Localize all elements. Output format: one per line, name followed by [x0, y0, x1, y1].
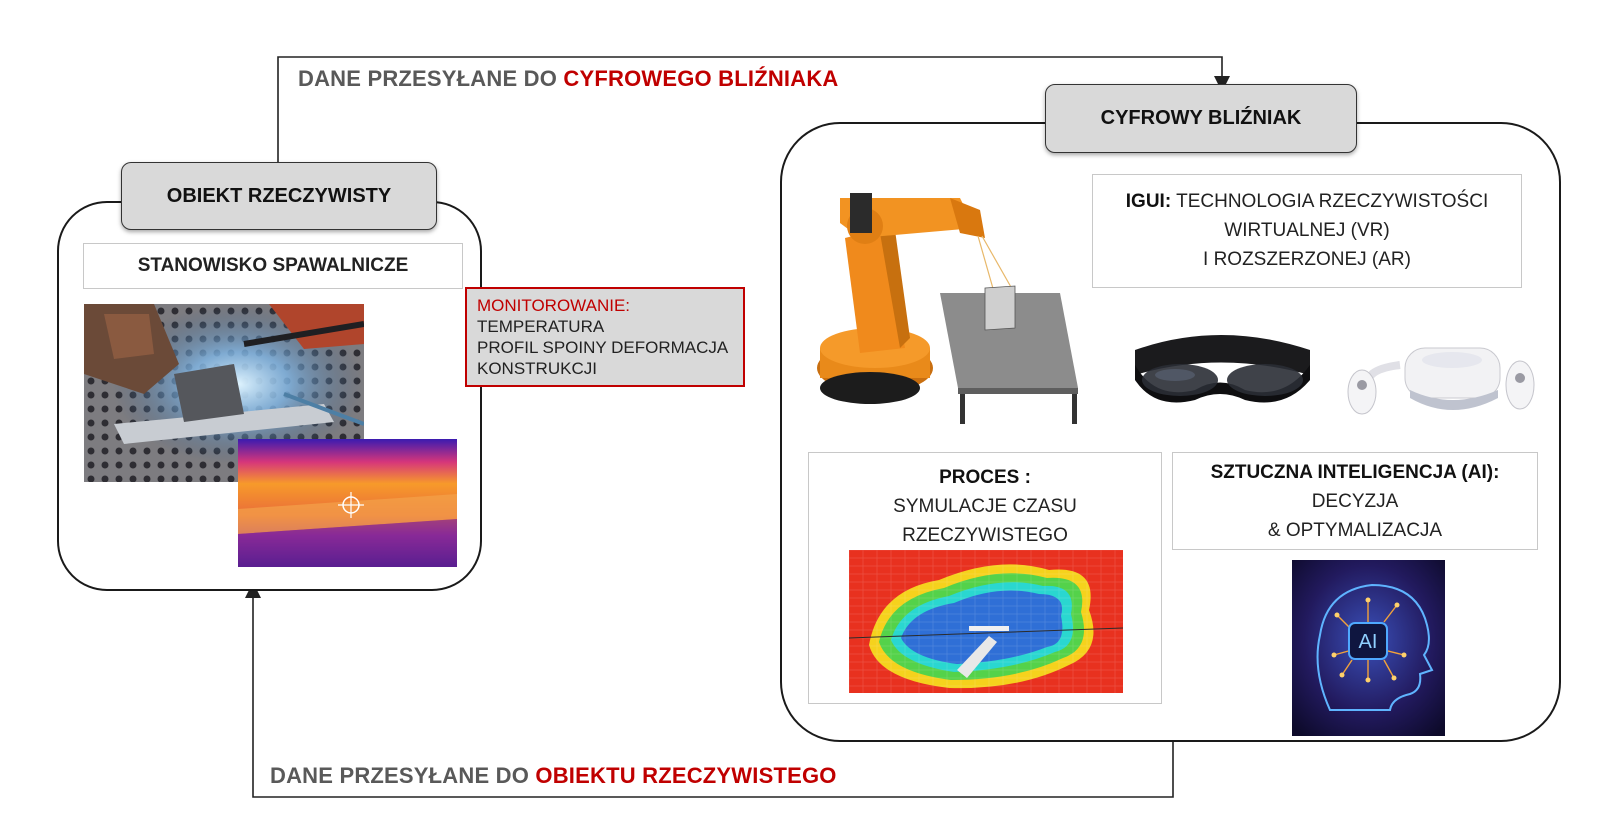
monitoring-line: KONSTRUKCJI — [477, 359, 597, 378]
monitoring-line: TEMPERATURA — [477, 317, 605, 336]
digital-twin-tab: CYFROWY BLIŹNIAK — [1045, 84, 1357, 153]
top-flow-prefix: DANE PRZESYŁANE DO — [298, 66, 558, 91]
top-flow-label: DANE PRZESYŁANE DO CYFROWEGO BLIŹNIAKA — [298, 66, 839, 92]
welding-photo — [84, 304, 364, 482]
ai-badge-text: AI — [1359, 631, 1378, 653]
ar-glasses-icon — [1125, 320, 1320, 410]
process-line: RZECZYWISTEGO — [902, 525, 1068, 546]
vr-headset-icon — [1340, 330, 1540, 425]
ai-box: SZTUCZNA INTELIGENCJA (AI): DECYZJA & OP… — [1172, 452, 1538, 550]
arrow-to-digital-twin — [277, 56, 1230, 162]
igui-box: IGUI: TECHNOLOGIA RZECZYWISTOŚCI WIRTUAL… — [1092, 174, 1522, 288]
bottom-flow-label: DANE PRZESYŁANE DO OBIEKTU RZECZYWISTEGO — [270, 763, 837, 789]
monitoring-line: PROFIL SPOINY DEFORMACJA — [477, 338, 729, 357]
ai-brain-icon: AI — [1292, 560, 1445, 736]
thermal-image — [238, 439, 457, 567]
igui-line: I ROZSZERZONEJ (AR) — [1203, 249, 1411, 270]
monitoring-box: MONITOROWANIE: TEMPERATURA PROFIL SPOINY… — [465, 287, 745, 387]
bottom-flow-prefix: DANE PRZESYŁANE DO — [270, 763, 530, 788]
igui-line: TECHNOLOGIA RZECZYWISTOŚCI — [1176, 191, 1489, 212]
top-flow-highlight: CYFROWEGO BLIŹNIAKA — [563, 66, 839, 91]
ai-bold: SZTUCZNA INTELIGENCJA (AI): — [1210, 462, 1500, 483]
process-bold: PROCES : — [939, 467, 1031, 488]
station-label: STANOWISKO SPAWALNICZE — [83, 243, 463, 289]
process-line: SYMULACJE CZASU — [893, 496, 1077, 517]
robot-arm — [810, 188, 1100, 428]
ai-line: DECYZJA — [1311, 491, 1399, 512]
heat-simulation — [849, 550, 1123, 693]
ai-line: & OPTYMALIZACJA — [1267, 520, 1443, 541]
igui-line: WIRTUALNEJ (VR) — [1224, 220, 1390, 241]
arrow-to-real-object — [245, 582, 1174, 798]
igui-bold: IGUI: — [1125, 191, 1172, 212]
real-object-tab: OBIEKT RZECZYWISTY — [121, 162, 437, 230]
monitoring-title: MONITOROWANIE: — [477, 296, 630, 315]
bottom-flow-highlight: OBIEKTU RZECZYWISTEGO — [535, 763, 837, 788]
